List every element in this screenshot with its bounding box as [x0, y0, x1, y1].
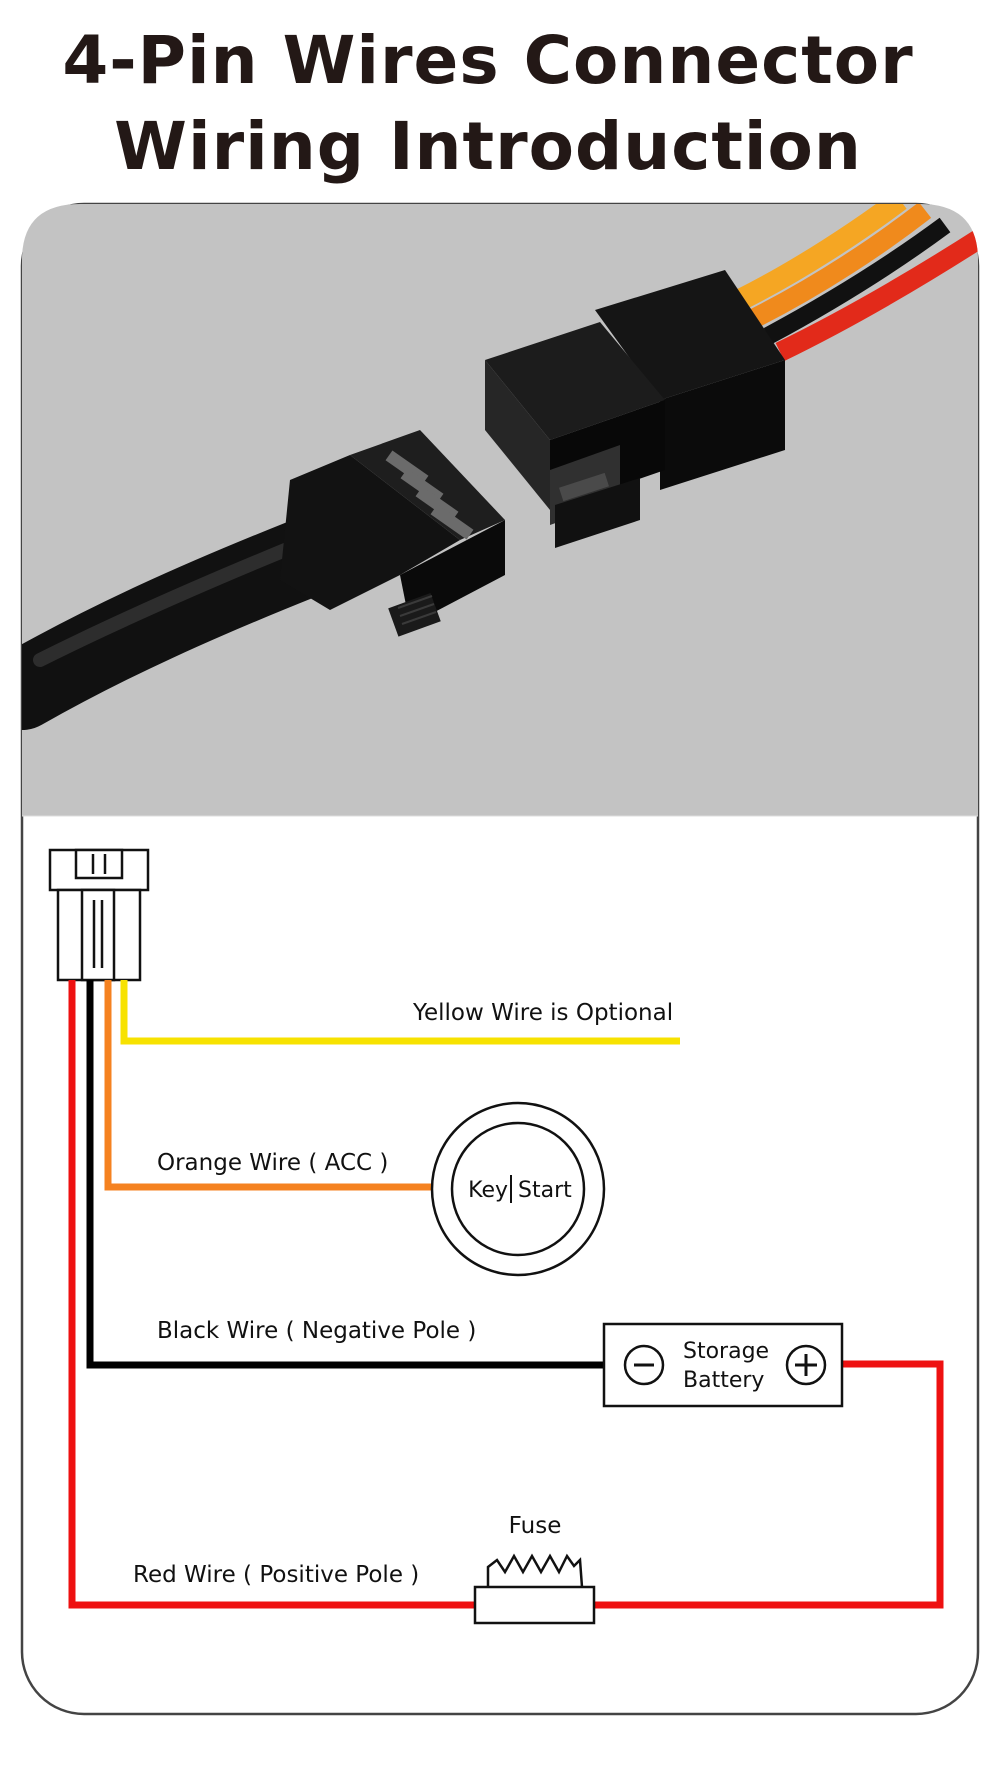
wiring-lines: [68, 980, 944, 1609]
red-wire-label: Red Wire ( Positive Pole ): [133, 1562, 419, 1588]
connector-icon: [48, 848, 150, 982]
yellow-wire: [120, 980, 680, 1045]
fuse-label: Fuse: [509, 1513, 562, 1539]
photo-male-connector: [485, 270, 785, 548]
connector-photo: [22, 204, 978, 816]
battery-icon: Storage Battery: [602, 1322, 844, 1408]
battery-label-line-1: Storage: [683, 1339, 769, 1364]
orange-wire: [104, 980, 432, 1191]
battery-label-line-2: Battery: [683, 1368, 764, 1393]
black-wire: [86, 980, 604, 1369]
red-wire: [68, 980, 944, 1609]
yellow-wire-label: Yellow Wire is Optional: [412, 1000, 673, 1026]
page-title-line-2: Wiring Introduction: [114, 108, 862, 185]
key-switch-label-start: Start: [518, 1178, 572, 1203]
fuse-icon: Fuse: [473, 1513, 596, 1625]
orange-wire-label: Orange Wire ( ACC ): [157, 1150, 388, 1176]
photo-female-connector: [22, 430, 505, 730]
key-switch-label-key: Key: [468, 1178, 508, 1203]
photo-wire-bundle: [735, 204, 978, 361]
page-title-line-1: 4-Pin Wires Connector: [62, 22, 914, 99]
black-wire-label: Black Wire ( Negative Pole ): [157, 1318, 476, 1344]
key-switch-icon: Key Start: [430, 1101, 606, 1277]
